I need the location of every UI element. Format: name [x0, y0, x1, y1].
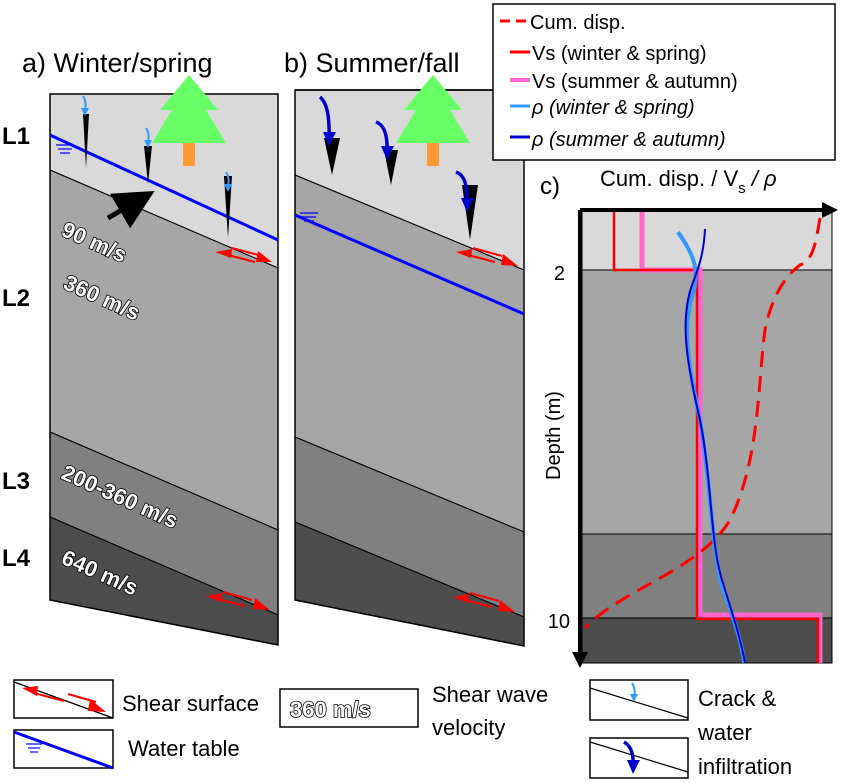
panel-b: b) Summer/fall: [284, 48, 525, 647]
panel-c: c) Cum. disp. / Vs / ρ 2 10 Depth (m): [540, 166, 838, 668]
crack: [144, 127, 152, 184]
panel-a-title: a) Winter/spring: [22, 48, 213, 78]
legend-vs-winter: Vs (winter & spring): [532, 43, 707, 65]
vs-winter-line: [612, 212, 820, 663]
legend-crack-1: Crack &: [698, 686, 777, 711]
crack: [318, 95, 340, 175]
crack: [224, 171, 232, 238]
profile-layer-2: [582, 270, 832, 534]
panel-b-title: b) Summer/fall: [284, 48, 460, 78]
shear-surface-symbol: [215, 247, 272, 263]
profile-layer-4: [582, 618, 832, 663]
vs-summer-line: [639, 212, 823, 663]
crack: [375, 120, 398, 185]
layer-label: L1: [2, 123, 30, 150]
y-tick: 10: [548, 611, 570, 633]
shear-surface-symbol: [206, 591, 270, 610]
crack: [81, 95, 89, 168]
legend-velocity-label-2: velocity: [432, 715, 505, 740]
legend-shear-surface: Shear surface: [122, 691, 259, 716]
shear-surface-symbol: [453, 592, 515, 612]
legend-rho-summer: ρ (summer & autumn): [531, 129, 726, 151]
bottom-legend: Shear surface Water table 360 m/s Shear …: [13, 679, 792, 779]
legend-cum-disp: Cum. disp.: [530, 12, 626, 34]
arrow-icon: [106, 190, 155, 229]
crack: [455, 170, 478, 240]
layer-label: L2: [2, 285, 30, 312]
top-legend: Cum. disp. Vs (winter & spring) Vs (summ…: [492, 3, 836, 161]
legend-crack-2: water: [697, 720, 752, 745]
y-axis-label: Depth (m): [543, 391, 565, 480]
panel-c-title: c): [540, 173, 560, 200]
y-tick: 2: [554, 263, 565, 285]
tree-icon: [396, 75, 470, 166]
tree-icon: [152, 75, 226, 166]
panel-c-axis-title: Cum. disp. / Vs / ρ: [600, 166, 777, 197]
legend-velocity-label-1: Shear wave: [432, 682, 548, 707]
layer-label: L3: [2, 468, 30, 495]
legend-crack-3: infiltration: [698, 754, 792, 779]
water-table-symbol: [56, 144, 74, 154]
water-table: [49, 133, 279, 242]
shear-surface-symbol: [456, 247, 518, 266]
water-table-symbol: [300, 212, 318, 222]
cum-disp-line: [583, 217, 822, 630]
water-table: [294, 213, 525, 316]
legend-vs-summer: Vs (summer & autumn): [532, 71, 738, 93]
profile-layer-1: [582, 210, 832, 270]
layer-label: L4: [2, 545, 31, 572]
legend-velocity-box: 360 m/s: [290, 697, 371, 722]
legend-rho-winter: ρ (winter & spring): [531, 97, 695, 119]
panel-a: a) Winter/spring: [2, 48, 279, 646]
rho-summer-line: [684, 228, 746, 664]
legend-water-table: Water table: [128, 736, 240, 761]
